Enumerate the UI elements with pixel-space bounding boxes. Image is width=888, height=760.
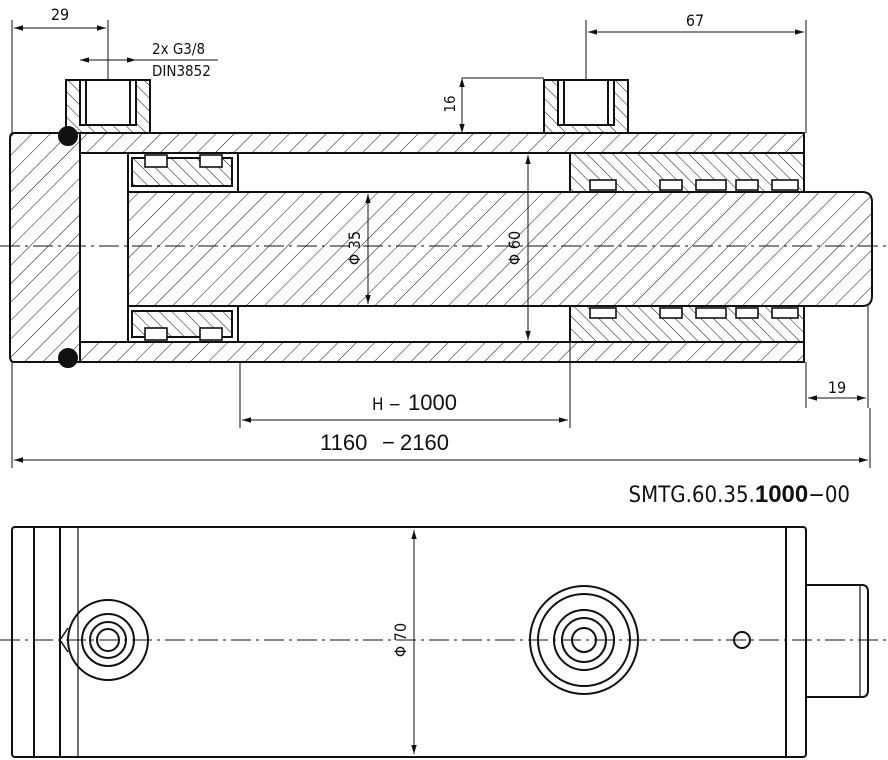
dim-dia35: Φ 35: [345, 231, 364, 265]
side-view: [11, 526, 869, 758]
dim-dia70: Φ 70: [391, 623, 410, 657]
section-view: [9, 79, 873, 368]
model-suffix: −00: [808, 483, 850, 508]
dim-19: 19: [828, 378, 846, 397]
dim-h-prefix: H −: [372, 395, 401, 415]
rod-seals: [589, 179, 799, 319]
port-right: [543, 79, 629, 134]
model-prefix: SMTG.60.35.: [629, 483, 755, 508]
barrel-wall-bottom: [79, 341, 805, 363]
dim-h-value: 1000: [408, 390, 457, 415]
rod-end: [806, 584, 869, 698]
model-code: SMTG.60.35.1000−00: [629, 481, 850, 508]
piston-rod: [127, 191, 873, 307]
port-spec-line2: DIN3852: [152, 62, 211, 80]
dim-dia60: Φ 60: [505, 231, 524, 265]
dim-16: 16: [441, 95, 459, 112]
end-cap: [9, 132, 81, 363]
dim-29: 29: [51, 5, 69, 24]
model-stroke: 1000: [755, 481, 808, 508]
dim-67: 67: [686, 11, 704, 30]
weld-bottom: [58, 348, 78, 368]
dim-length-sep: −: [382, 430, 395, 455]
barrel-wall-top: [79, 132, 805, 154]
port-spec-line1: 2x G3/8: [152, 40, 205, 58]
barrel-outline: [11, 526, 807, 758]
dimension-lines: [11, 20, 871, 468]
weld-top: [58, 126, 78, 146]
dim-length-min: 1160: [320, 430, 367, 455]
dim-length-max: 2160: [400, 430, 449, 455]
piston-seals: [144, 154, 223, 341]
port-left: [65, 79, 151, 134]
